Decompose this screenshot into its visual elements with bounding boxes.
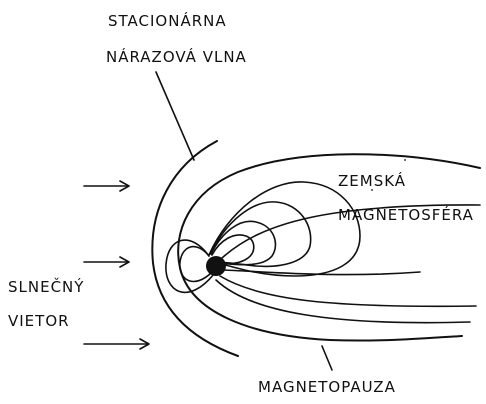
magnetopause-pointer-line bbox=[322, 346, 332, 370]
shock-pointer-line bbox=[156, 72, 194, 160]
solar-wind-arrow-2 bbox=[84, 257, 129, 267]
bow-shock-curve bbox=[152, 141, 238, 356]
tail-line-lower bbox=[220, 276, 476, 306]
solar-wind-arrow-1 bbox=[84, 181, 129, 191]
solar-wind-arrow-3 bbox=[84, 339, 149, 349]
solar-wind-label-line1: SLNEČNÝ bbox=[8, 277, 84, 296]
tail-line-mid bbox=[224, 270, 420, 275]
magnetopause-curve bbox=[178, 154, 480, 340]
speck-1 bbox=[404, 159, 406, 161]
magnetosphere-label-line1: ZEMSKÁ bbox=[338, 171, 406, 190]
shock-label-line1: STACIONÁRNA bbox=[108, 11, 227, 30]
speck-2 bbox=[371, 189, 373, 191]
magnetopause-label: MAGNETOPAUZA bbox=[258, 378, 396, 396]
tail-line-lower-2 bbox=[216, 280, 470, 323]
earth-dot bbox=[206, 256, 226, 276]
shock-label-line2: NÁRAZOVÁ VLNA bbox=[106, 47, 247, 66]
solar-wind-label-line2: VIETOR bbox=[8, 312, 70, 330]
